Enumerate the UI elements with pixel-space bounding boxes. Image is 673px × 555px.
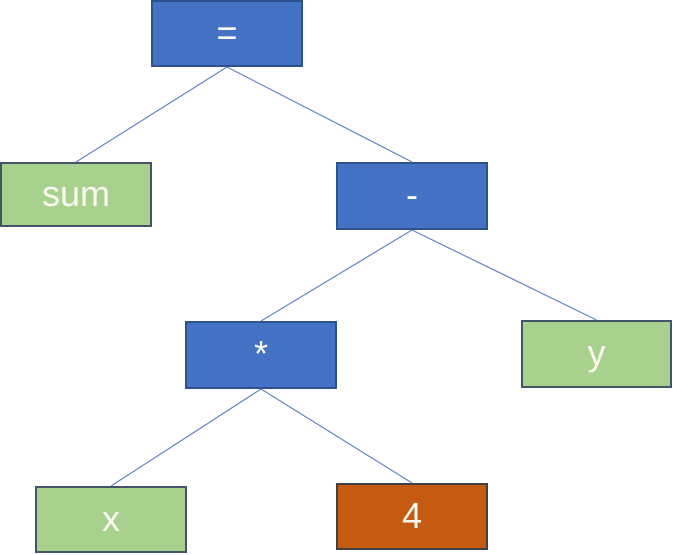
node-label-x: x: [102, 497, 120, 539]
connector-line: [110, 388, 262, 487]
tree-node-assign: =: [151, 0, 303, 67]
node-label-sum: sum: [41, 172, 110, 214]
connector-line: [260, 388, 413, 484]
connector-line: [75, 66, 228, 163]
tree-node-minus: -: [336, 162, 488, 230]
connector-line: [226, 66, 413, 163]
connector-line: [260, 229, 413, 322]
tree-node-x: x: [35, 486, 187, 553]
node-label-minus: -: [406, 174, 418, 215]
tree-node-four: 4: [336, 483, 488, 550]
connector-line: [411, 229, 597, 321]
node-label-assign: =: [216, 11, 238, 53]
tree-node-multiply: *: [185, 321, 337, 389]
node-label-y: y: [587, 332, 606, 373]
tree-node-y: y: [521, 320, 672, 388]
tree-node-sum: sum: [0, 162, 152, 227]
node-label-multiply: *: [253, 333, 268, 374]
node-label-four: 4: [401, 494, 423, 536]
